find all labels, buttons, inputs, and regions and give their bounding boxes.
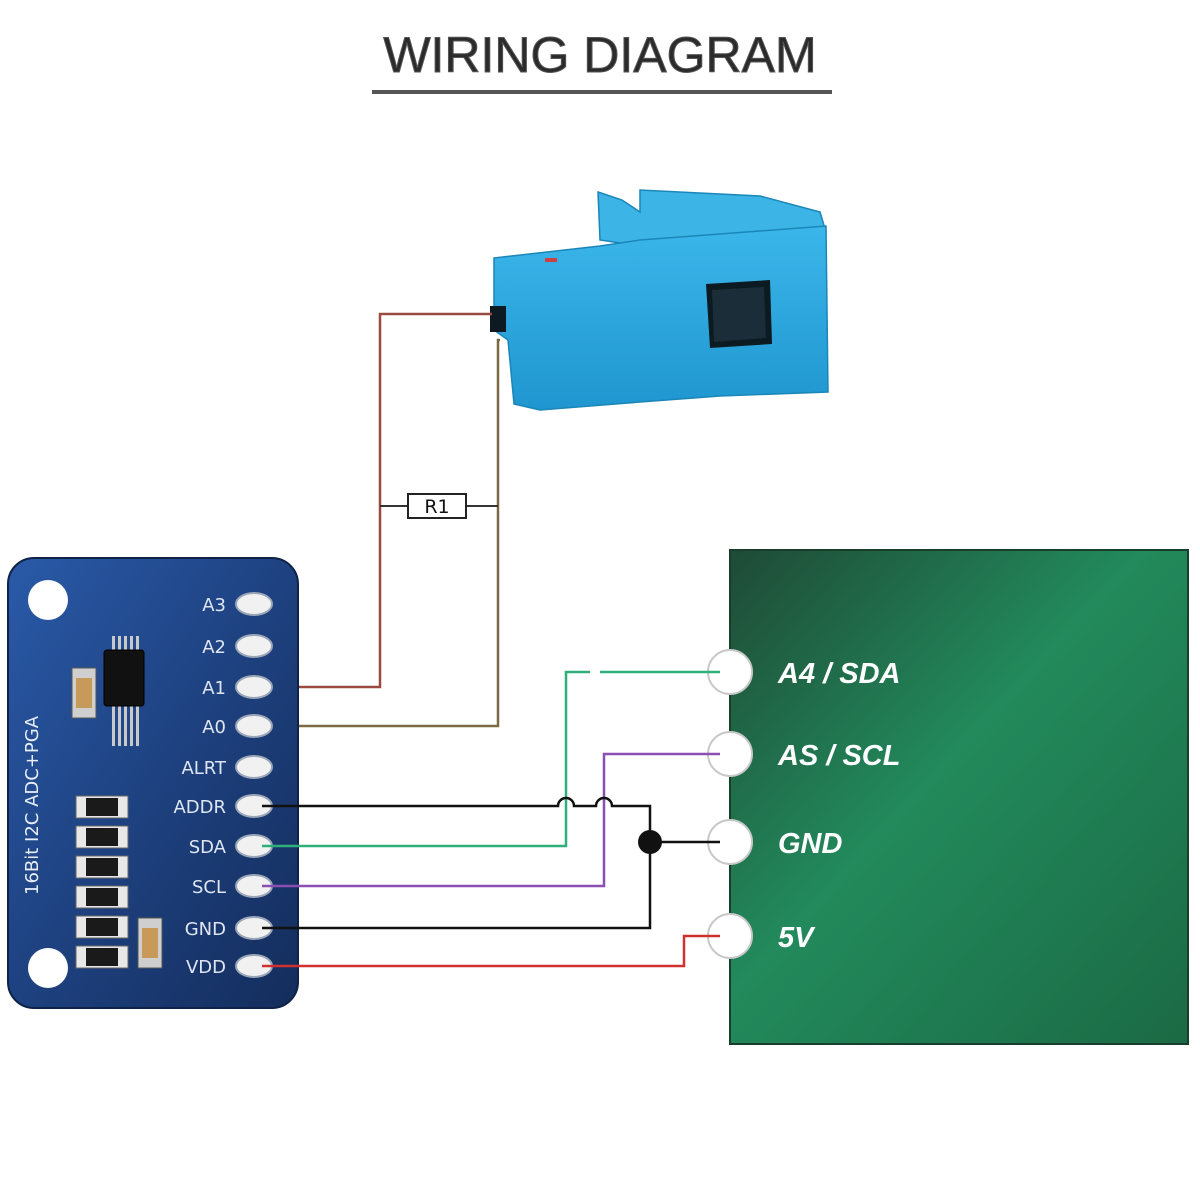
mounting-hole xyxy=(28,948,68,988)
pin-label: A1 xyxy=(202,678,226,699)
smd-resistor xyxy=(75,915,129,939)
smd-resistor xyxy=(75,825,129,849)
pin-pad xyxy=(235,714,273,738)
adc-pin-scl: SCL xyxy=(192,874,273,898)
resistor-r1: R1 xyxy=(380,493,498,519)
adc-pin-a1: A1 xyxy=(202,675,273,699)
adc-pin-a3: A3 xyxy=(202,592,273,616)
smd-capacitor xyxy=(71,667,97,719)
wire-sda xyxy=(262,670,720,848)
pin-label: SDA xyxy=(189,837,227,858)
gnd-junction xyxy=(638,830,662,854)
arduino-board-body xyxy=(729,549,1189,1045)
arduino-pin-gnd: GND xyxy=(707,819,843,865)
smd-resistor xyxy=(75,885,129,909)
pin-label: GND xyxy=(185,919,226,940)
wire-addr xyxy=(262,796,652,842)
resistor-body xyxy=(407,493,467,519)
signal-wires xyxy=(262,670,720,968)
pin-pad xyxy=(235,634,273,658)
wire-scl xyxy=(262,752,720,888)
arduino-pin-a4-sda: A4 / SDA xyxy=(707,649,900,695)
current-sensor xyxy=(490,189,829,411)
wire-sensor-a0 xyxy=(272,338,500,728)
pin-pad xyxy=(235,592,273,616)
mounting-hole xyxy=(28,580,68,620)
smd-resistor xyxy=(75,945,129,969)
smd-resistor xyxy=(75,795,129,819)
adc-pin-sda: SDA xyxy=(189,834,273,858)
pin-label: GND xyxy=(778,828,843,860)
resistor-label: R1 xyxy=(424,496,449,518)
pin-pad xyxy=(235,755,273,779)
wire-gnd xyxy=(262,840,720,930)
pin-label: 5V xyxy=(778,922,816,954)
wire-vdd xyxy=(262,934,720,968)
sensor-body xyxy=(493,225,829,411)
pin-label: A0 xyxy=(202,717,226,738)
arduino-board: A4 / SDA AS / SCL GND 5V xyxy=(707,549,1189,1045)
adc-pin-a2: A2 xyxy=(202,634,273,658)
pin-label: AS / SCL xyxy=(777,740,900,772)
adc-pin-alrt: ALRT xyxy=(181,755,273,779)
adc-ic-chip xyxy=(103,636,145,746)
adc-pin-gnd: GND xyxy=(185,916,273,940)
pin-pad xyxy=(235,675,273,699)
sensor-wires xyxy=(272,312,500,728)
pin-label: A4 / SDA xyxy=(777,658,900,690)
adc-board-label: 16Bit I2C ADC+PGA xyxy=(22,715,43,895)
pin-label: ADDR xyxy=(173,797,226,818)
adc-pin-addr: ADDR xyxy=(173,794,273,818)
pin-label: A3 xyxy=(202,595,226,616)
wire-sensor-a1 xyxy=(272,312,492,689)
pin-label: ALRT xyxy=(181,758,227,779)
page-title: WIRING DIAGRAM xyxy=(383,27,816,83)
pin-label: A2 xyxy=(202,637,226,658)
pin-label: SCL xyxy=(192,877,226,898)
adc-pin-a0: A0 xyxy=(202,714,273,738)
sensor-lead-exit xyxy=(490,306,506,332)
adc-pin-vdd: VDD xyxy=(186,954,273,978)
arduino-pin-as-scl: AS / SCL xyxy=(707,731,900,777)
pin-label: VDD xyxy=(186,957,226,978)
smd-capacitor xyxy=(137,917,163,969)
smd-resistor xyxy=(75,855,129,879)
